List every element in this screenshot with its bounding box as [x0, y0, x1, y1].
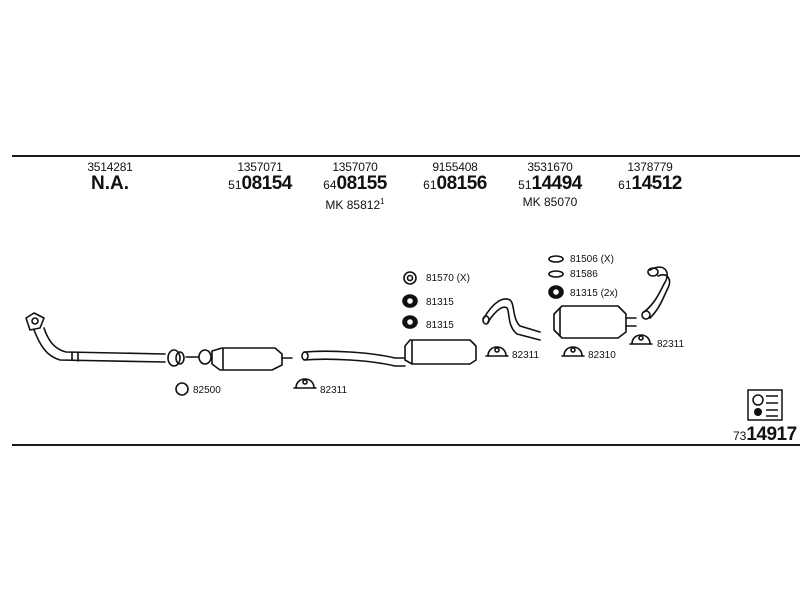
- part-label-81586[interactable]: 81586: [570, 269, 598, 280]
- kit-number-bold: 14917: [746, 424, 797, 445]
- part-number[interactable]: 5108154: [210, 174, 310, 195]
- oe-number: 9155408: [432, 160, 478, 174]
- mounting-kit-number: MK 85812: [325, 198, 381, 212]
- part-label-82311[interactable]: 82311: [657, 339, 685, 350]
- clamp-82311-icon[interactable]: [293, 378, 317, 389]
- part-prefix: 51: [228, 178, 242, 192]
- part-number[interactable]: 6114512: [600, 174, 700, 195]
- clamp-82311-icon[interactable]: [629, 334, 653, 345]
- tail-pipe[interactable]: [641, 266, 671, 320]
- part-label-82311[interactable]: 82311: [320, 385, 348, 396]
- front-pipe[interactable]: [25, 312, 185, 367]
- ring-81506-icon[interactable]: [548, 255, 564, 263]
- part-label-81506[interactable]: 81506 (X): [570, 254, 614, 265]
- rubber-81315-icon[interactable]: [548, 285, 564, 299]
- part-number[interactable]: 5114494: [500, 174, 600, 195]
- part-number-bold: 08156: [436, 173, 488, 194]
- ring-81586-icon[interactable]: [548, 270, 564, 278]
- top-divider: [12, 155, 800, 157]
- mounting-kit-note: 1: [380, 197, 385, 206]
- part-number-bold: 14494: [531, 173, 583, 194]
- part-number-bold: 08155: [336, 173, 388, 194]
- part-number[interactable]: 6108156: [405, 174, 505, 195]
- part-prefix: 64: [323, 178, 337, 192]
- mounting-kit[interactable]: MK 85070: [522, 195, 578, 209]
- intermediate-pipe[interactable]: [482, 298, 541, 341]
- kit-prefix: 73: [733, 429, 747, 443]
- part-label-81315[interactable]: 81315: [426, 320, 454, 331]
- bottom-divider: [12, 444, 800, 446]
- ring-82500-icon[interactable]: [175, 382, 189, 396]
- part-label-82310[interactable]: 82310: [588, 350, 616, 361]
- clamp-82311-icon[interactable]: [485, 346, 509, 357]
- middle-silencer[interactable]: [301, 339, 477, 367]
- oe-number: 3531670: [527, 160, 573, 174]
- oe-number: 3514281: [87, 160, 133, 174]
- oe-number: 1378779: [627, 160, 673, 174]
- column-5: 3531670 5114494 MK 85070: [500, 160, 600, 209]
- oe-number: 1357071: [237, 160, 283, 174]
- part-label-81570[interactable]: 81570 (X): [426, 273, 470, 284]
- oe-number: 1357070: [332, 160, 378, 174]
- part-prefix: 61: [423, 178, 437, 192]
- part-label-82311[interactable]: 82311: [512, 350, 540, 361]
- rubber-81315-icon[interactable]: [402, 315, 418, 329]
- clamp-82310-icon[interactable]: [561, 346, 585, 357]
- rubber-81570-icon[interactable]: [403, 271, 417, 285]
- part-number-bold: 14512: [631, 173, 683, 194]
- front-silencer[interactable]: [185, 347, 293, 371]
- part-label-81315-2x[interactable]: 81315 (2x): [570, 288, 618, 299]
- part-number-bold: 08154: [241, 173, 293, 194]
- column-1: 3514281 N.A.: [70, 160, 150, 194]
- part-label-81315[interactable]: 81315: [426, 297, 454, 308]
- rubber-81315-icon[interactable]: [402, 294, 418, 308]
- column-3: 1357070 6408155 MK 858121: [305, 160, 405, 212]
- part-label-82500[interactable]: 82500: [193, 385, 221, 396]
- column-4: 9155408 6108156: [405, 160, 505, 195]
- column-2: 1357071 5108154: [210, 160, 310, 195]
- part-prefix: 61: [618, 178, 632, 192]
- column-6: 1378779 6114512: [600, 160, 700, 195]
- part-label: N.A.: [91, 173, 129, 194]
- mounting-kit[interactable]: MK 858121: [305, 195, 405, 212]
- part-prefix: 51: [518, 178, 532, 192]
- rear-silencer[interactable]: [553, 305, 637, 339]
- kit-number[interactable]: 7314917: [733, 424, 797, 446]
- part-number[interactable]: 6408155: [305, 174, 405, 195]
- kit-icon: [747, 389, 783, 421]
